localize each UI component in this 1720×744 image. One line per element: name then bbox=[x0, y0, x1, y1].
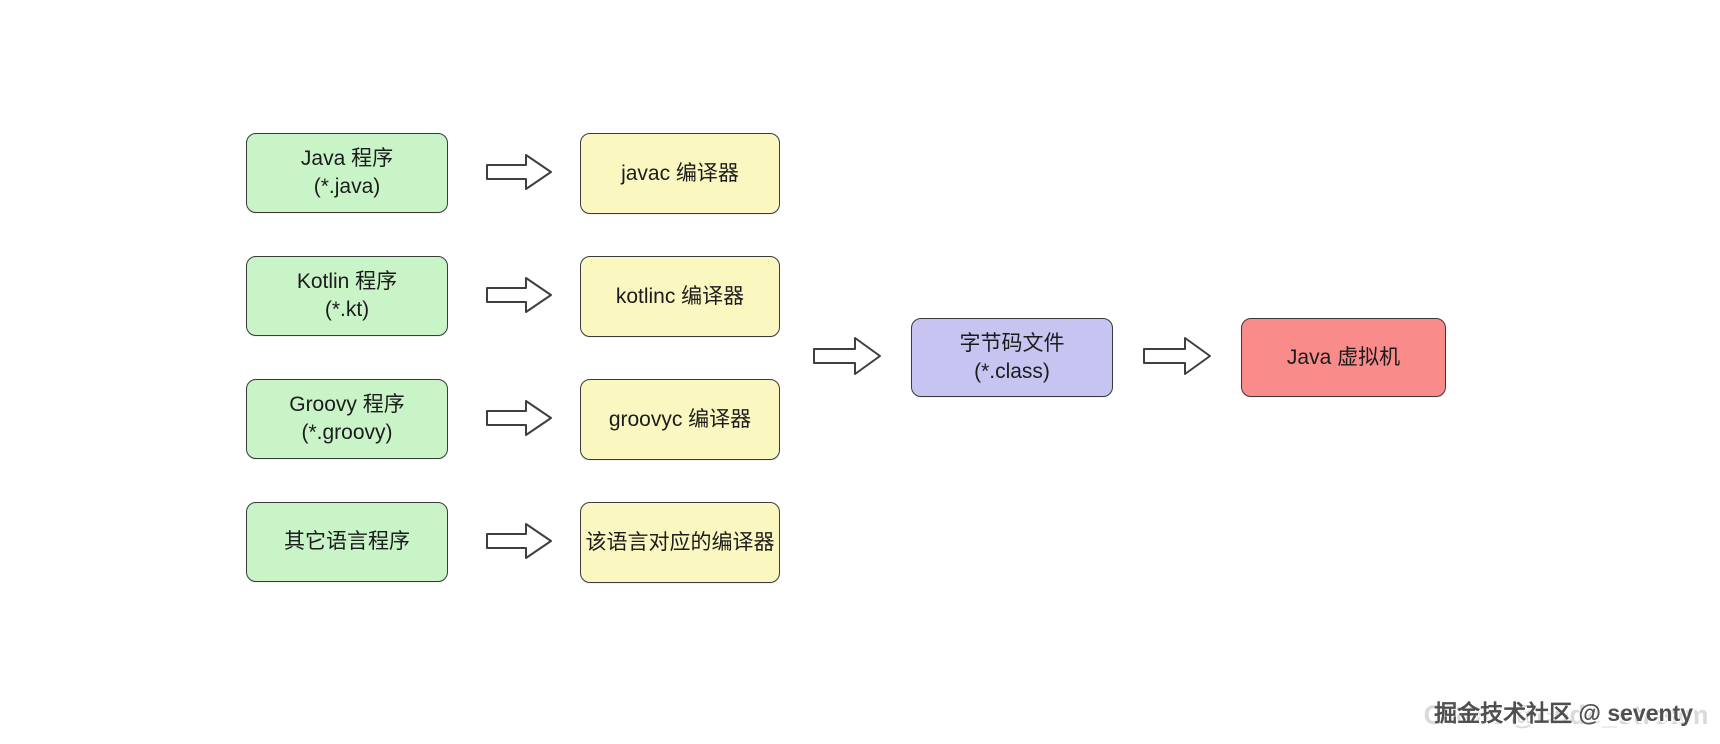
source-box-groovy: Groovy 程序 (*.groovy) bbox=[246, 379, 448, 459]
compiler-box-label: kotlinc 编译器 bbox=[615, 284, 745, 308]
source-box-label: Groovy 程序 bbox=[289, 393, 405, 417]
source-box-sublabel: (*.kt) bbox=[324, 298, 370, 321]
right-arrow-icon bbox=[486, 277, 552, 313]
compiler-box-label: 该语言对应的编译器 bbox=[585, 530, 775, 554]
compiler-box-javac: javac 编译器 bbox=[580, 133, 780, 214]
source-box-label: 其它语言程序 bbox=[284, 530, 410, 554]
right-arrow-icon bbox=[486, 154, 552, 190]
source-box-java: Java 程序 (*.java) bbox=[246, 133, 448, 213]
source-box-other-languages: 其它语言程序 bbox=[246, 502, 448, 582]
jvm-box: Java 虚拟机 bbox=[1241, 318, 1446, 397]
bytecode-box: 字节码文件 (*.class) bbox=[911, 318, 1113, 397]
source-box-label: Java 程序 bbox=[300, 147, 394, 171]
right-arrow-icon bbox=[1143, 337, 1211, 375]
compiler-box-kotlinc: kotlinc 编译器 bbox=[580, 256, 780, 337]
right-arrow-icon bbox=[486, 523, 552, 559]
jvm-box-label: Java 虚拟机 bbox=[1286, 345, 1401, 369]
bytecode-box-label: 字节码文件 bbox=[959, 331, 1065, 355]
source-box-sublabel: (*.java) bbox=[313, 175, 381, 198]
right-arrow-icon bbox=[813, 337, 881, 375]
compiler-box-other: 该语言对应的编译器 bbox=[580, 502, 780, 583]
source-box-sublabel: (*.groovy) bbox=[301, 421, 393, 444]
watermark-juejin: 掘金技术社区 @ seventy bbox=[1434, 700, 1693, 726]
compiler-box-groovyc: groovyc 编译器 bbox=[580, 379, 780, 460]
right-arrow-icon bbox=[486, 400, 552, 436]
compiler-box-label: groovyc 编译器 bbox=[608, 407, 752, 431]
source-box-kotlin: Kotlin 程序 (*.kt) bbox=[246, 256, 448, 336]
watermark-csdn: CSDN @code_stream bbox=[1423, 700, 1709, 730]
compiler-box-label: javac 编译器 bbox=[621, 161, 739, 185]
bytecode-box-sublabel: (*.class) bbox=[974, 359, 1050, 383]
source-box-label: Kotlin 程序 bbox=[296, 270, 398, 294]
